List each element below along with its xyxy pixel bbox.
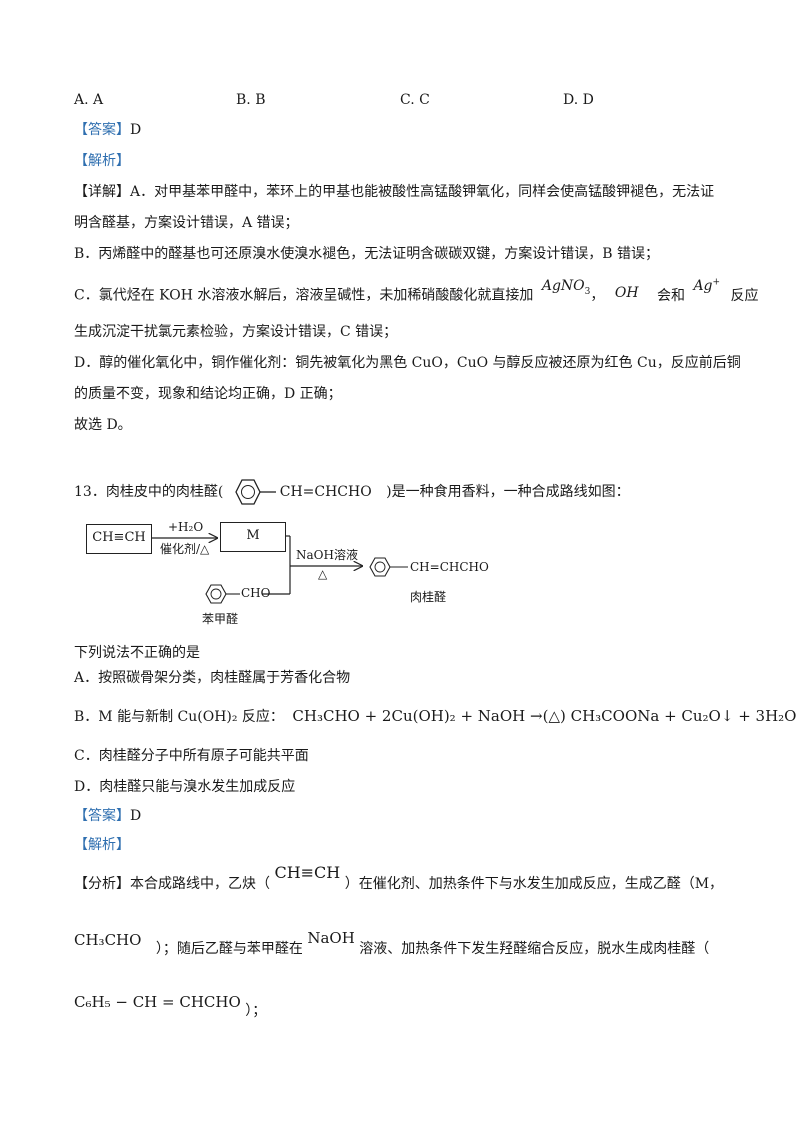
- step1-condition: 催化剂/△: [160, 542, 210, 556]
- acetaldehyde-formula: CH₃CHO: [74, 931, 142, 949]
- detail-tag: 【详解】: [74, 184, 130, 200]
- q13-analysis-line3: C₆H₅ − CH = CHCHO ）；: [74, 993, 267, 1021]
- q13-option-a: A．按照碳骨架分类，肉桂醛属于芳香化合物: [74, 670, 351, 686]
- q13-answer: 【答案】D: [74, 806, 141, 826]
- product-formula: CH=CHCHO: [410, 560, 489, 574]
- stem-text-b: )是一种食用香料，一种合成路线如图：: [386, 484, 630, 500]
- ag-ion-formula: Ag+: [693, 277, 721, 294]
- q13-analysis-line1: 【分析】本合成路线中，乙炔（ CH≡CH ）在催化剂、加热条件下与水发生加成反应…: [74, 863, 724, 894]
- q13-stem: 13．肉桂皮中的肉桂醛( CH=CHCHO )是一种食用香料，一种合成路线如图：: [74, 479, 630, 505]
- q13-question: 下列说法不正确的是: [74, 645, 200, 661]
- step2-condition: △: [318, 567, 328, 581]
- reagent-formula: CHO: [241, 586, 271, 600]
- option-d: D. D: [563, 92, 594, 108]
- q12-detail-line3: B．丙烯醛中的醛基也可还原溴水使溴水褪色，无法证明含碳碳双键，方案设计错误，B …: [74, 246, 660, 262]
- analysis-tag: 【解析】: [74, 153, 130, 169]
- q13-option-b: B．M 能与新制 Cu(OH)₂ 反应： CH₃CHO + 2Cu(OH)₂ +…: [74, 706, 796, 727]
- m-box: M: [220, 522, 286, 552]
- q12-detail-line1: 【详解】A．对甲基苯甲醛中，苯环上的甲基也能被酸性高锰酸钾氧化，同样会使高锰酸钾…: [74, 182, 714, 202]
- q12-conclusion: 故选 D。: [74, 417, 132, 433]
- q12-detail-line7: 的质量不变，现象和结论均正确，D 正确；: [74, 386, 342, 402]
- q12-detail-line2: 明含醛基，方案设计错误，A 错误；: [74, 215, 299, 231]
- reagent-name: 苯甲醛: [202, 612, 239, 626]
- answer-tag: 【答案】: [74, 808, 130, 824]
- analysis-text-2a: ）；随后乙醛与苯甲醛在: [155, 941, 303, 957]
- answer-value: D: [130, 808, 142, 824]
- q12-answer: 【答案】D: [74, 120, 141, 140]
- option-b: B. B: [236, 92, 266, 108]
- q13-analysis-line2: CH₃CHO ）；随后乙醛与苯甲醛在 NaOH 溶液、加热条件下发生羟醛缩合反应…: [74, 929, 710, 959]
- option-a: A. A: [74, 92, 104, 108]
- acetylene-formula: CH≡CH: [274, 863, 341, 882]
- q13-option-c: C．肉桂醛分子中所有原子可能共平面: [74, 748, 309, 764]
- analysis-tag: 【解析】: [74, 837, 130, 853]
- option-c: C. C: [400, 92, 430, 108]
- detail-text-1: A．对甲基苯甲醛中，苯环上的甲基也能被酸性高锰酸钾氧化，同样会使高锰酸钾褪色，无…: [130, 184, 715, 200]
- oh-formula: OH: [614, 284, 639, 301]
- product-name: 肉桂醛: [410, 590, 447, 604]
- line4-text-b: 会和: [656, 287, 685, 304]
- analysis-head: 【分析】: [74, 876, 130, 892]
- q13-option-d: D．肉桂醛只能与溴水发生加成反应: [74, 779, 296, 795]
- step1-reagent: +H₂O: [168, 520, 204, 534]
- answer-value: D: [130, 122, 142, 138]
- line4-text-c: 反应: [730, 287, 759, 304]
- option-b-prefix: B．M 能与新制 Cu(OH)₂ 反应：: [74, 709, 284, 725]
- q12-detail-line5: 生成沉淀干扰氯元素检验，方案设计错误，C 错误；: [74, 324, 398, 340]
- q12-detail-line6: D．醇的催化氧化中，铜作催化剂：铜先被氧化为黑色 CuO，CuO 与醇反应被还原…: [74, 355, 741, 371]
- line4-text-a: C．氯代烃在 KOH 水溶液水解后，溶液呈碱性，未加稀硝酸酸化就直接加: [74, 287, 534, 304]
- agno3-formula: AgNO3: [541, 277, 591, 297]
- acetylene-box: CH≡CH: [86, 524, 152, 554]
- q13-analysis-tag: 【解析】: [74, 835, 130, 855]
- stem-text-a: 13．肉桂皮中的肉桂醛(: [74, 484, 224, 500]
- stem-formula: CH=CHCHO: [279, 484, 372, 500]
- q12-detail-line4: C．氯代烃在 KOH 水溶液水解后，溶液呈碱性，未加稀硝酸酸化就直接加 AgNO…: [74, 277, 759, 311]
- benzaldehyde-benzene-icon: [205, 584, 240, 604]
- option-b-equation: CH₃CHO + 2Cu(OH)₂ + NaOH →(△) CH₃COONa +…: [292, 707, 797, 725]
- analysis-text-1a: 本合成路线中，乙炔（: [130, 876, 270, 892]
- analysis-text-3b: ）；: [245, 1003, 267, 1019]
- naoh-formula: NaOH: [307, 929, 355, 947]
- cinnamaldehyde-formula: C₆H₅ − CH = CHCHO: [74, 993, 241, 1011]
- product-benzene-icon: [369, 557, 408, 577]
- analysis-text-2b: 溶液、加热条件下发生羟醛缩合反应，脱水生成肉桂醛（: [359, 941, 710, 957]
- q12-analysis-tag: 【解析】: [74, 151, 130, 171]
- answer-tag: 【答案】: [74, 122, 130, 138]
- comma: ，: [590, 287, 605, 304]
- step2-reagent: NaOH溶液: [296, 548, 358, 562]
- analysis-text-1b: ）在催化剂、加热条件下与水发生加成反应，生成乙醛（M，: [344, 876, 724, 892]
- benzene-ring-icon: [228, 479, 280, 505]
